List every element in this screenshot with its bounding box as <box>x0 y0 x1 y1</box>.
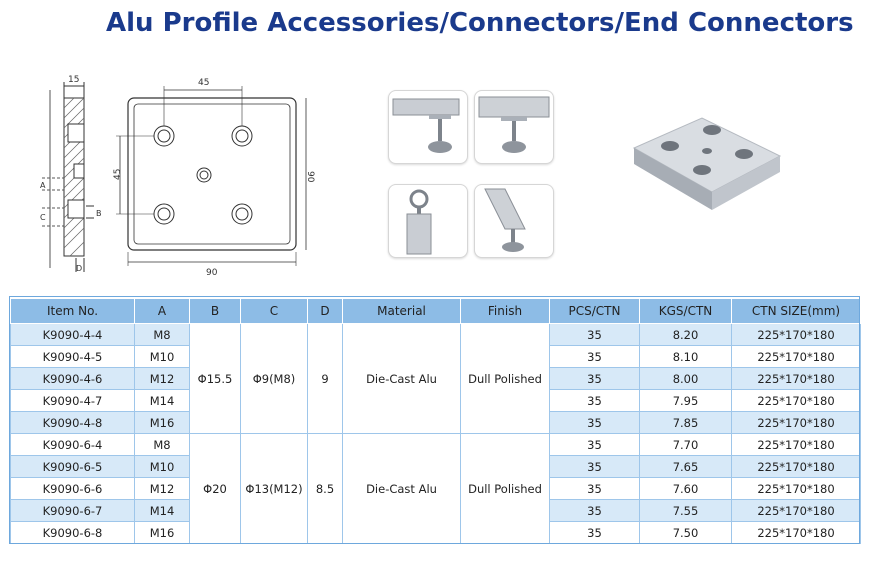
cell-ctn-size: 225*170*180 <box>731 521 861 544</box>
cell-kgs-ctn: 8.20 <box>639 323 732 346</box>
cell-pcs-ctn: 35 <box>549 345 640 368</box>
table-row: K9090-6-6 M12 35 7.60 225*170*180 <box>10 477 861 500</box>
cell-item-no: K9090-6-8 <box>10 521 135 544</box>
cell-ctn-size: 225*170*180 <box>731 499 861 522</box>
cell-kgs-ctn: 8.10 <box>639 345 732 368</box>
front-view-drawing <box>116 86 307 266</box>
label-c: C <box>40 213 46 222</box>
cell-a: M12 <box>134 477 190 500</box>
cell-item-no: K9090-4-4 <box>10 323 135 346</box>
cell-pcs-ctn: 35 <box>549 323 640 346</box>
cell-material: Die-Cast Alu <box>342 433 461 544</box>
cell-pcs-ctn: 35 <box>549 521 640 544</box>
cell-a: M12 <box>134 367 190 390</box>
cell-a: M8 <box>134 323 190 346</box>
cell-c: Φ9(M8) <box>240 323 308 434</box>
cell-kgs-ctn: 7.60 <box>639 477 732 500</box>
cell-pcs-ctn: 35 <box>549 433 640 456</box>
end-connector-3d-render <box>632 117 782 210</box>
photo-leveling-foot-3 <box>474 184 554 258</box>
cell-pcs-ctn: 35 <box>549 411 640 434</box>
label-b: B <box>96 209 102 218</box>
cell-b: Φ15.5 <box>189 323 241 434</box>
cell-item-no: K9090-6-7 <box>10 499 135 522</box>
header-c: C <box>240 298 308 324</box>
technical-drawing: 15 A C B D 45 45 90 90 <box>40 75 315 278</box>
cell-kgs-ctn: 7.65 <box>639 455 732 478</box>
table-row: K9090-4-6 M12 35 8.00 225*170*180 <box>10 367 861 390</box>
table-row: K9090-4-8 M16 35 7.85 225*170*180 <box>10 411 861 434</box>
cell-ctn-size: 225*170*180 <box>731 455 861 478</box>
cell-b: Φ20 <box>189 433 241 544</box>
page-title: Alu Profile Accessories/Connectors/End C… <box>106 8 854 38</box>
header-kgs-ctn: KGS/CTN <box>639 298 732 324</box>
cell-finish: Dull Polished <box>460 433 550 544</box>
photo-eye-bolt <box>388 184 468 258</box>
photo-leveling-foot-1 <box>388 90 468 164</box>
cell-item-no: K9090-4-6 <box>10 367 135 390</box>
cell-a: M16 <box>134 521 190 544</box>
header-finish: Finish <box>460 298 550 324</box>
header-b: B <box>189 298 241 324</box>
cell-kgs-ctn: 7.85 <box>639 411 732 434</box>
table-row: K9090-4-4 M8 Φ15.5 Φ9(M8) 9 Die-Cast Alu… <box>10 323 861 434</box>
cell-item-no: K9090-6-5 <box>10 455 135 478</box>
dim-hole-spacing-left: 45 <box>113 169 123 180</box>
cell-ctn-size: 225*170*180 <box>731 477 861 500</box>
cell-item-no: K9090-4-5 <box>10 345 135 368</box>
cell-item-no: K9090-6-6 <box>10 477 135 500</box>
cell-ctn-size: 225*170*180 <box>731 345 861 368</box>
cell-a: M16 <box>134 411 190 434</box>
cell-finish: Dull Polished <box>460 323 550 434</box>
cell-material: Die-Cast Alu <box>342 323 461 434</box>
label-a: A <box>40 181 46 190</box>
cell-kgs-ctn: 8.00 <box>639 367 732 390</box>
table-header-row: Item No. A B C D Material Finish PCS/CTN… <box>10 298 861 324</box>
header-ctn-size: CTN SIZE(mm) <box>731 298 861 324</box>
cell-item-no: K9090-4-7 <box>10 389 135 412</box>
dim-width: 90 <box>206 268 218 278</box>
side-view-drawing <box>42 82 94 272</box>
cell-pcs-ctn: 35 <box>549 477 640 500</box>
cell-item-no: K9090-6-4 <box>10 433 135 456</box>
cell-ctn-size: 225*170*180 <box>731 433 861 456</box>
cell-ctn-size: 225*170*180 <box>731 323 861 346</box>
cell-ctn-size: 225*170*180 <box>731 367 861 390</box>
header-material: Material <box>342 298 461 324</box>
cell-a: M10 <box>134 345 190 368</box>
cell-a: M14 <box>134 499 190 522</box>
cell-pcs-ctn: 35 <box>549 499 640 522</box>
header-d: D <box>307 298 343 324</box>
cell-pcs-ctn: 35 <box>549 455 640 478</box>
table-row: K9090-4-7 M14 35 7.95 225*170*180 <box>10 389 861 412</box>
table-row: K9090-6-8 M16 35 7.50 225*170*180 <box>10 521 861 544</box>
dim-hole-spacing-top: 45 <box>198 78 209 88</box>
cell-a: M10 <box>134 455 190 478</box>
cell-item-no: K9090-4-8 <box>10 411 135 434</box>
cell-c: Φ13(M12) <box>240 433 308 544</box>
table-row: K9090-6-7 M14 35 7.55 225*170*180 <box>10 499 861 522</box>
dim-height: 90 <box>305 171 315 183</box>
cell-kgs-ctn: 7.50 <box>639 521 732 544</box>
cell-d: 8.5 <box>307 433 343 544</box>
cell-a: M8 <box>134 433 190 456</box>
header-item-no: Item No. <box>10 298 135 324</box>
cell-pcs-ctn: 35 <box>549 389 640 412</box>
header-pcs-ctn: PCS/CTN <box>549 298 640 324</box>
cell-ctn-size: 225*170*180 <box>731 389 861 412</box>
cell-kgs-ctn: 7.70 <box>639 433 732 456</box>
cell-a: M14 <box>134 389 190 412</box>
cell-kgs-ctn: 7.95 <box>639 389 732 412</box>
label-d: D <box>76 264 82 273</box>
cell-kgs-ctn: 7.55 <box>639 499 732 522</box>
table-row: K9090-6-4 M8 Φ20 Φ13(M12) 8.5 Die-Cast A… <box>10 433 861 544</box>
spec-table: Item No. A B C D Material Finish PCS/CTN… <box>10 298 861 544</box>
photo-leveling-foot-2 <box>474 90 554 164</box>
application-photos <box>388 90 556 262</box>
cell-ctn-size: 225*170*180 <box>731 411 861 434</box>
header-a: A <box>134 298 190 324</box>
dim-side-width: 15 <box>68 75 79 85</box>
cell-pcs-ctn: 35 <box>549 367 640 390</box>
cell-d: 9 <box>307 323 343 434</box>
